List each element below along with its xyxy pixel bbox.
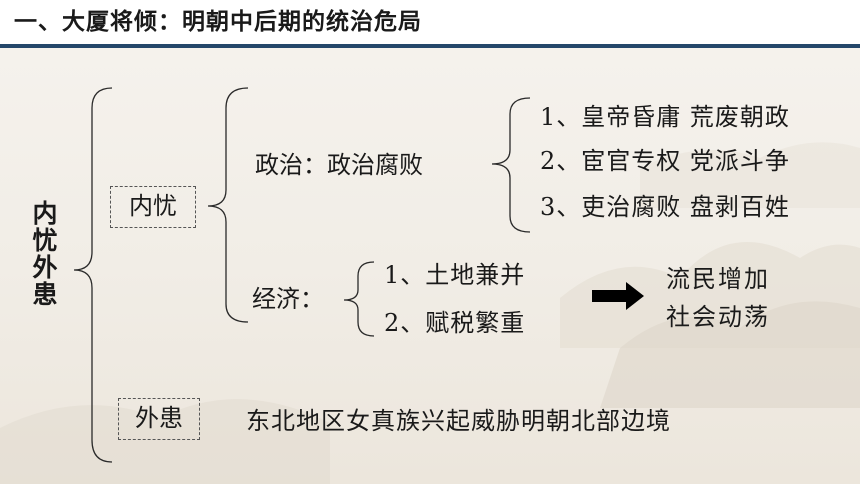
outer-label: 外患 [135, 404, 183, 432]
page-title: 一、大厦将倾：明朝中后期的统治危局 [14, 9, 422, 35]
political-item-1: 1、皇帝昏庸 荒废朝政 [540, 103, 790, 131]
root-label: 内忧外患 [29, 200, 58, 308]
result-line-1: 流民增加 [666, 265, 770, 293]
result-line-2: 社会动荡 [666, 303, 770, 331]
economic-item-2: 2、赋税繁重 [384, 309, 526, 337]
economic-bracket [343, 261, 375, 337]
mountain-scenery [0, 142, 860, 484]
economic-label: 经济： [252, 285, 324, 313]
inner-bracket [207, 87, 249, 323]
header-underline [0, 44, 860, 48]
inner-box: 内忧 [110, 186, 196, 228]
header-bar: 一、大厦将倾：明朝中后期的统治危局 [0, 0, 860, 48]
political-label: 政治：政治腐败 [255, 151, 423, 179]
inner-label: 内忧 [129, 192, 177, 220]
political-item-2: 2、宦官专权 党派斗争 [540, 147, 790, 175]
root-bracket [73, 87, 113, 463]
political-bracket [491, 97, 531, 233]
result-arrow [592, 282, 644, 310]
economic-item-1: 1、土地兼并 [384, 261, 526, 289]
political-item-3: 3、吏治腐败 盘剥百姓 [540, 193, 790, 221]
outer-text: 东北地区女真族兴起威胁明朝北部边境 [246, 407, 671, 435]
outer-box: 外患 [118, 398, 200, 440]
